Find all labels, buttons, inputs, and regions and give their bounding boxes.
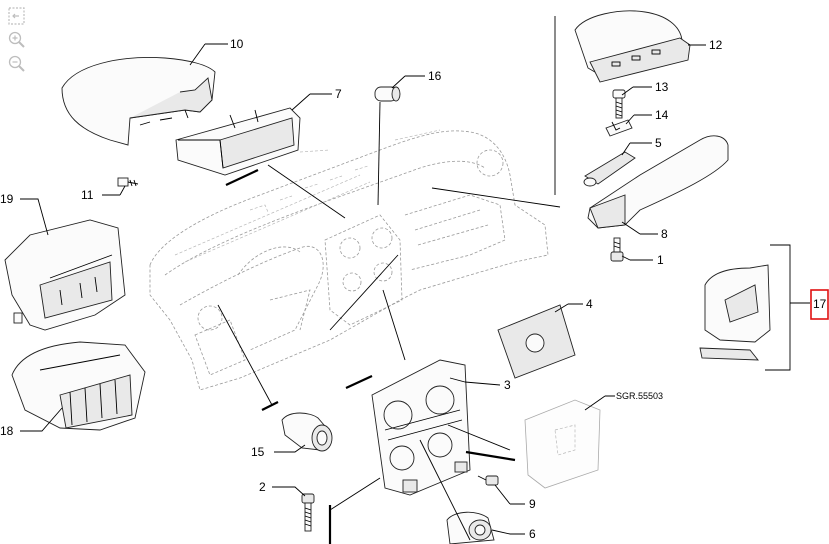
part-4-grille[interactable] xyxy=(497,304,576,379)
reference-code: SGR.55503 xyxy=(616,391,663,401)
callout-2[interactable]: 2 xyxy=(259,480,266,494)
fit-to-page-icon xyxy=(8,7,25,25)
part-5-lens[interactable] xyxy=(583,151,636,187)
leader-lines xyxy=(20,16,810,541)
callout-5[interactable]: 5 xyxy=(655,136,662,150)
zoom-in-icon xyxy=(8,31,25,48)
part-8-side-trim[interactable] xyxy=(587,135,729,229)
part-9-screw[interactable] xyxy=(477,475,499,486)
part-17-bezel[interactable] xyxy=(699,264,771,361)
callout-3[interactable]: 3 xyxy=(504,378,511,392)
part-3-console-frame[interactable] xyxy=(371,359,471,496)
callout-19[interactable]: 19 xyxy=(0,192,14,206)
part-18-vent[interactable] xyxy=(11,341,146,431)
zoom-in-button[interactable] xyxy=(6,30,28,50)
callout-8[interactable]: 8 xyxy=(661,227,668,241)
callout-7[interactable]: 7 xyxy=(335,87,342,101)
callout-14[interactable]: 14 xyxy=(655,108,669,122)
dashboard-outline xyxy=(149,129,549,391)
callout-10[interactable]: 10 xyxy=(230,37,244,51)
part-16-cylinder[interactable] xyxy=(374,86,401,102)
callout-1[interactable]: 1 xyxy=(657,253,664,267)
part-14-clip[interactable] xyxy=(605,119,633,137)
part-13-bolt[interactable] xyxy=(612,89,626,119)
part-7-tray[interactable] xyxy=(175,107,301,176)
callout-13[interactable]: 13 xyxy=(655,80,669,94)
part-1-bolt[interactable] xyxy=(610,237,624,262)
part-11-screw[interactable] xyxy=(117,177,139,187)
callout-11[interactable]: 11 xyxy=(81,188,94,202)
callout-4[interactable]: 4 xyxy=(586,297,593,311)
part-19-side-housing[interactable] xyxy=(4,219,126,331)
callout-16[interactable]: 16 xyxy=(428,69,442,83)
callout-17[interactable]: 17 xyxy=(813,297,827,311)
part-12-instrument-shroud[interactable] xyxy=(574,10,691,83)
highlight-box-17 xyxy=(810,289,829,320)
part-2-bolt[interactable] xyxy=(301,493,315,532)
zoom-out-icon xyxy=(8,55,25,72)
callout-12[interactable]: 12 xyxy=(709,38,723,52)
part-15-switch[interactable] xyxy=(281,412,333,452)
callout-9[interactable]: 9 xyxy=(529,497,536,511)
part-10-upper-cover[interactable] xyxy=(61,57,216,146)
callout-6[interactable]: 6 xyxy=(529,527,536,541)
fit-to-page-button[interactable] xyxy=(6,6,28,26)
reference-ghost-part xyxy=(524,399,601,489)
callout-15[interactable]: 15 xyxy=(251,445,265,459)
callout-18[interactable]: 18 xyxy=(0,424,14,438)
part-6-switch[interactable] xyxy=(446,511,495,544)
zoom-out-button[interactable] xyxy=(6,54,28,74)
tick-marks xyxy=(225,169,516,544)
